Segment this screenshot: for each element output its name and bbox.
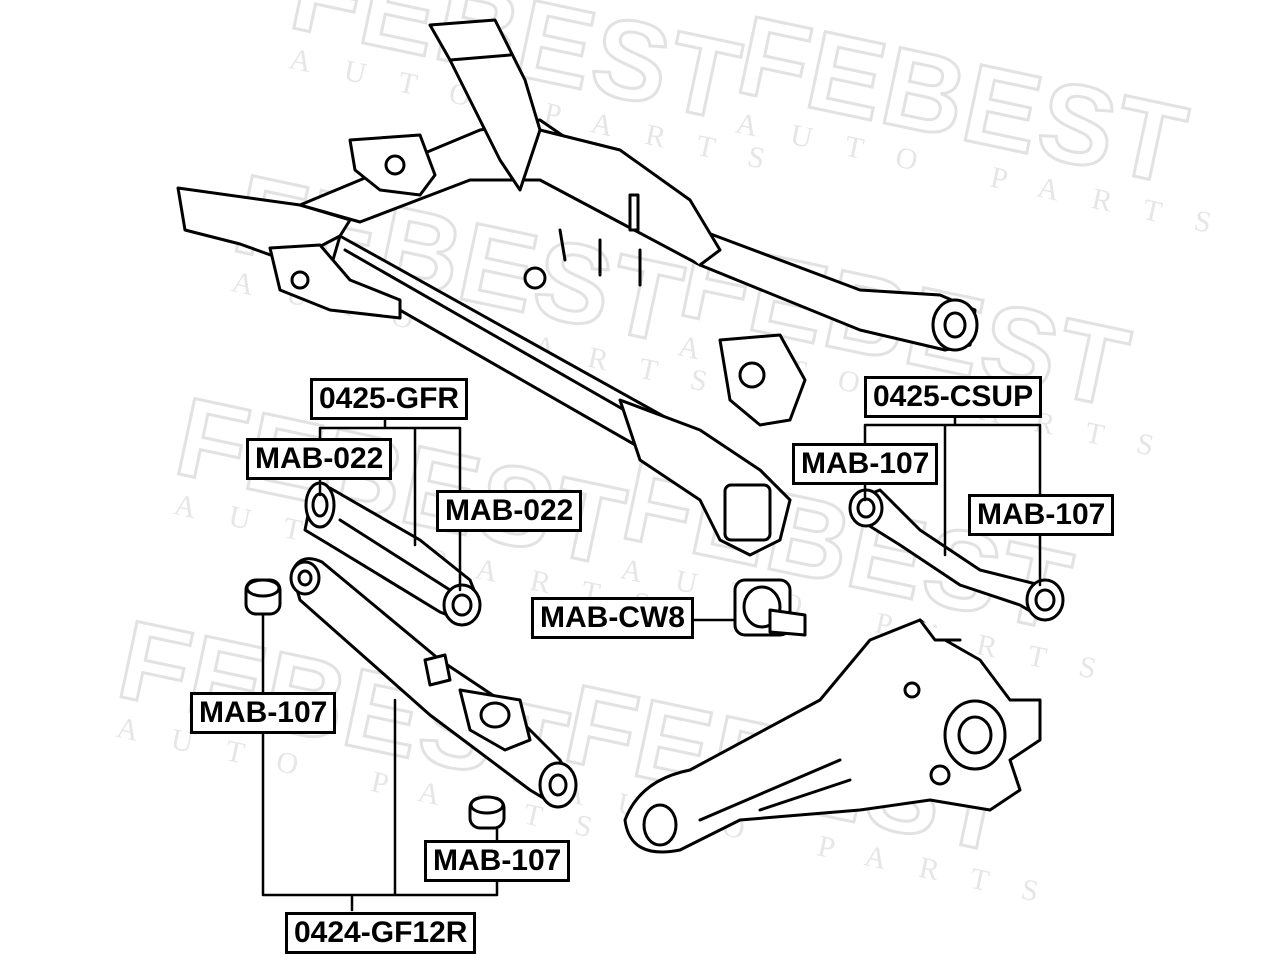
kit-0425-csup-label: 0425-CSUP xyxy=(864,376,1043,418)
knuckle-carrier-icon xyxy=(623,618,1042,854)
mab-107-lower-left-label: MAB-107 xyxy=(190,692,337,734)
kit-0424-gf12r-label: 0424-GF12R xyxy=(285,912,477,954)
leader-lines xyxy=(261,410,1042,912)
mab-107-csup-left-label: MAB-107 xyxy=(792,443,939,485)
mab-107-lower-right-label: MAB-107 xyxy=(424,840,571,882)
camber-arm-icon xyxy=(848,488,1065,622)
mab-022-right-label: MAB-022 xyxy=(436,490,583,532)
mab-cw8-label: MAB-CW8 xyxy=(531,597,694,639)
upper-control-arm-icon xyxy=(303,481,482,627)
lower-trailing-arm-icon xyxy=(289,557,578,809)
mab-107-csup-right-label: MAB-107 xyxy=(968,494,1115,536)
mab-022-left-label: MAB-022 xyxy=(246,438,393,480)
kit-0425-gfr-label: 0425-GFR xyxy=(310,378,469,420)
rear-subframe-icon xyxy=(176,18,979,557)
